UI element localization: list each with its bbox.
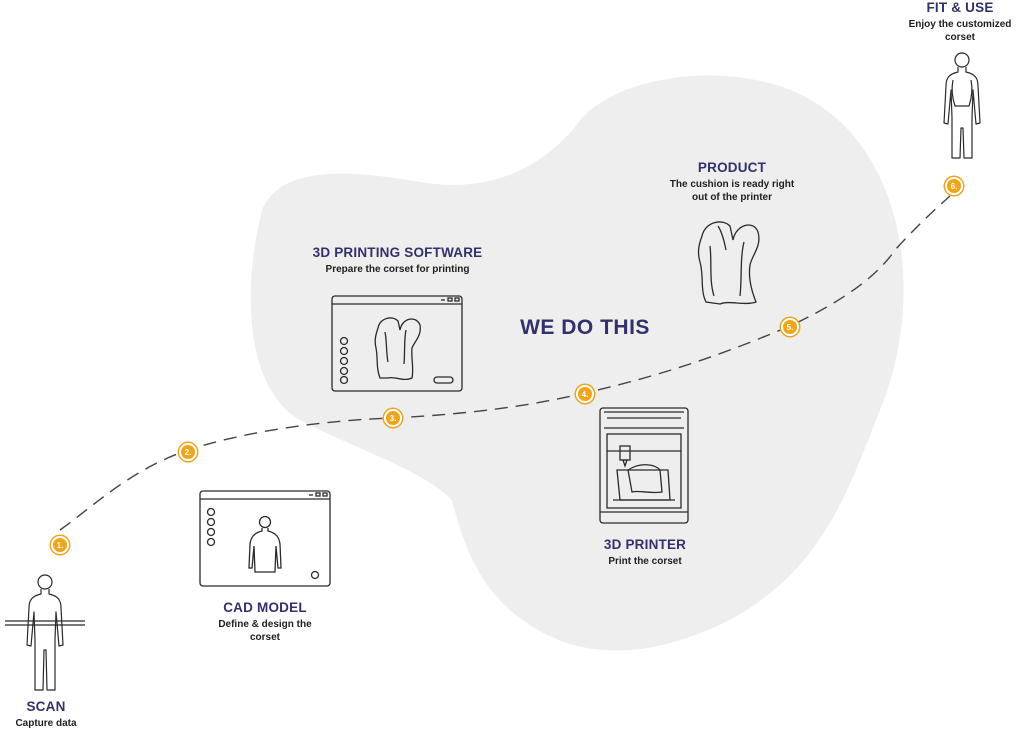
step-marker-2: 2. [179,443,197,461]
we-do-this-blob [250,75,904,651]
human-body-scan-icon [5,574,85,691]
step-title: CAD MODEL [223,600,307,615]
step-fit-and-use: FIT & USE Enjoy the customized corset [898,0,1022,44]
step-title: 3D PRINTING SOFTWARE [312,245,483,260]
cad-window-body-icon [199,490,331,587]
step-title: PRODUCT [697,160,767,175]
corset-product-icon [697,221,760,305]
step-subtitle: Define & design the corset [218,619,312,643]
step-3d-printer: 3D PRINTER Print the corset [585,537,705,568]
step-title: SCAN [26,699,66,714]
step-marker-4: 4. [576,385,594,403]
step-cad-model: CAD MODEL Define & design the corset [210,600,320,644]
step-marker-5: 5. [781,318,799,336]
step-subtitle: Prepare the corset for printing [325,264,470,275]
step-subtitle: Enjoy the customized corset [908,19,1012,43]
step-marker-6: 6. [945,177,963,195]
software-window-corset-icon [331,295,463,392]
step-subtitle: Print the corset [608,556,682,567]
step-title: FIT & USE [926,0,994,15]
step-subtitle: The cushion is ready right out of the pr… [669,179,795,203]
step-marker-3: 3. [384,409,402,427]
human-body-corset-icon [943,52,981,159]
step-subtitle: Capture data [15,718,77,729]
we-do-this-title: WE DO THIS [520,316,650,339]
3d-printer-icon [599,407,689,524]
step-title: 3D PRINTER [603,537,687,552]
step-marker-1: 1. [51,536,69,554]
step-product: PRODUCT The cushion is ready right out o… [662,160,802,204]
step-scan: SCAN Capture data [0,699,92,730]
step-3d-printing-software: 3D PRINTING SOFTWARE Prepare the corset … [300,245,495,276]
